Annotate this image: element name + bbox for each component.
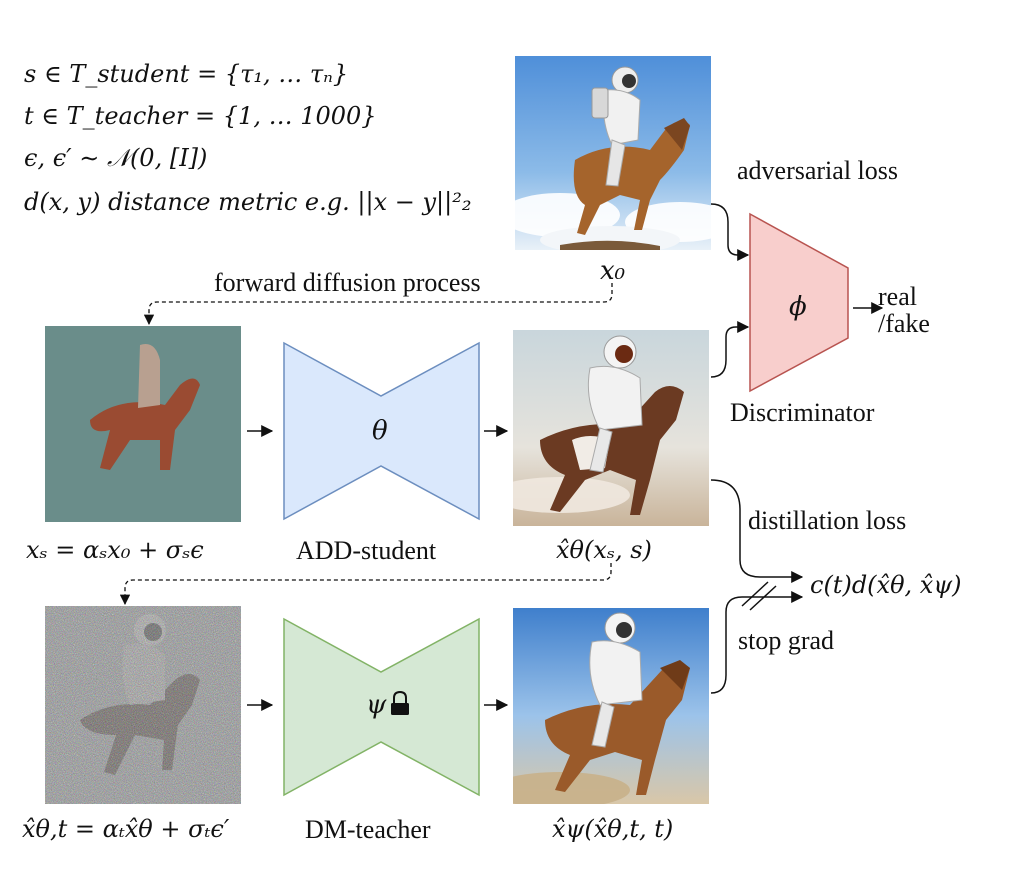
stop-grad-mark: [741, 581, 777, 611]
label-xs-formula: xₛ = αₛx₀ + σₛϵ: [26, 536, 204, 564]
teacher-output-image: [513, 608, 709, 804]
label-distillation-loss: distillation loss: [748, 506, 907, 535]
definition-teacher-timesteps: t ∈ T_teacher = {1, … 1000}: [24, 102, 377, 130]
label-stop-grad: stop grad: [738, 626, 835, 655]
label-teacher-symbol: ψ: [366, 690, 387, 720]
definition-student-timesteps: s ∈ T_student = {τ₁, … τₙ}: [24, 60, 349, 88]
label-x0: x₀: [600, 256, 626, 286]
forward-diffusion-arrow: [143, 283, 613, 326]
label-real-fake: real /fake: [878, 282, 930, 339]
noisy-image-xs: [45, 326, 241, 522]
label-dm-teacher: DM-teacher: [305, 815, 431, 844]
student-network-shape: [283, 341, 480, 521]
arrow-real-to-disc: [710, 203, 750, 261]
label-discriminator: Discriminator: [730, 398, 875, 427]
lock-icon: [391, 690, 409, 715]
student-output-image: [513, 330, 709, 526]
label-xt-formula: x̂θ,t = αₜx̂θ + σₜϵ′: [22, 815, 230, 843]
noisy-image-xt: [45, 606, 241, 804]
arrow-teacher-to-loss: [710, 591, 804, 694]
discriminator-shape: [749, 212, 849, 393]
re-noise-arrow: [119, 563, 612, 606]
label-add-student: ADD-student: [296, 536, 437, 565]
label-teacher-output: x̂ψ(x̂θ,t, t): [552, 815, 674, 843]
label-forward-diffusion: forward diffusion process: [214, 268, 481, 297]
label-discriminator-symbol: ϕ: [789, 292, 807, 322]
real-image-x0: [515, 56, 711, 250]
definition-distance-metric: d(x, y) distance metric e.g. ||x − y||²₂: [24, 188, 472, 216]
definition-noise: ϵ, ϵ′ ∼ 𝒩(0, [I]): [24, 144, 208, 172]
label-student-output: x̂θ(xₛ, s): [556, 536, 652, 564]
label-loss-formula: c(t)d(x̂θ, x̂ψ): [810, 571, 962, 599]
arrow-student-to-loss: [710, 479, 804, 583]
label-student-symbol: θ: [372, 416, 388, 446]
label-adversarial-loss: adversarial loss: [737, 156, 899, 185]
teacher-network-shape: [283, 617, 480, 797]
arrow-fake-to-disc: [710, 321, 750, 378]
